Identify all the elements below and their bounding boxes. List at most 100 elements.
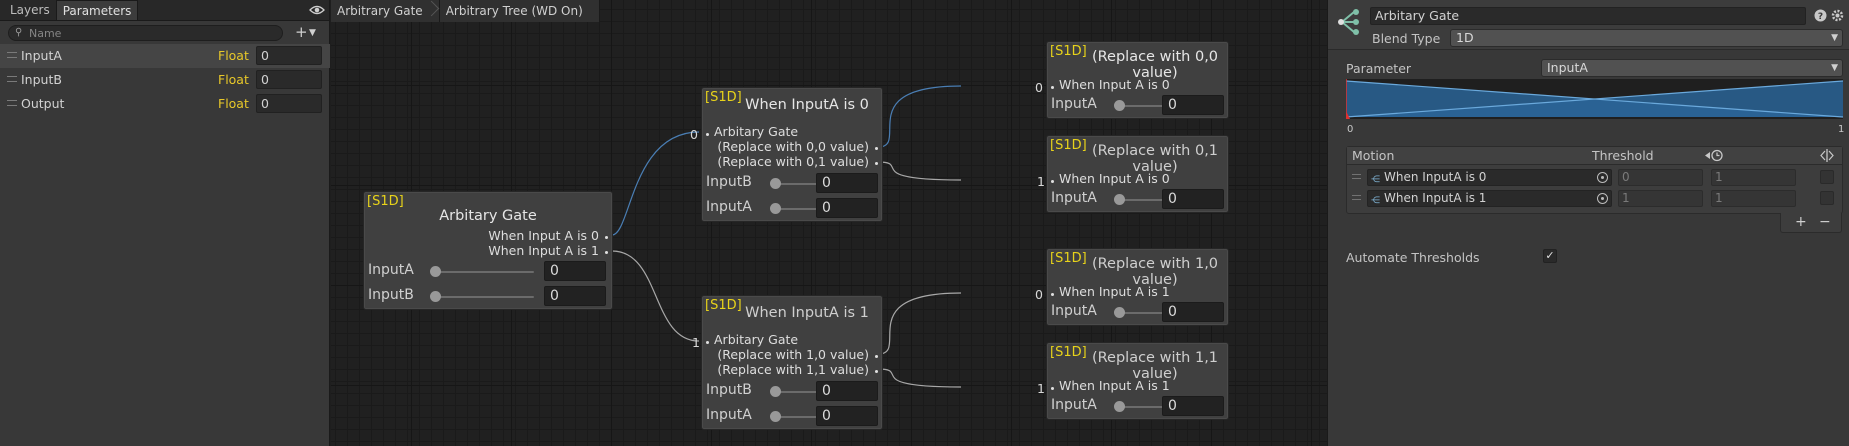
help-icon[interactable]: ? [1814, 9, 1827, 22]
node-replace-0-0[interactable]: [S1D] (Replace with 0,0 value) When Inpu… [1046, 41, 1229, 119]
blend-tree-icon: ⋲ [1371, 175, 1380, 185]
blend-weight-graph[interactable] [1342, 79, 1844, 119]
node-replace-1-0[interactable]: [S1D] (Replace with 1,0 value) When Inpu… [1046, 248, 1229, 326]
tab-layers[interactable]: Layers [10, 3, 50, 17]
drag-handle-icon[interactable] [1352, 174, 1361, 179]
slider-knob[interactable] [770, 178, 781, 189]
remove-motion-button[interactable]: − [1819, 214, 1831, 230]
slider-knob[interactable] [1114, 307, 1125, 318]
value-field[interactable]: 0 [816, 198, 878, 218]
value-field[interactable]: 0 [1162, 189, 1224, 209]
plus-icon: + [295, 23, 308, 41]
parameter-value: InputA [1547, 60, 1588, 75]
output-port[interactable] [875, 147, 878, 150]
output-port[interactable] [605, 236, 608, 239]
parameter-value-field[interactable]: 0 [256, 70, 322, 89]
value-field[interactable]: 0 [544, 261, 606, 281]
search-box[interactable]: ⚲ [8, 25, 283, 41]
output-port[interactable] [875, 162, 878, 165]
output-port[interactable] [875, 355, 878, 358]
wire-weight-label: 1 [692, 335, 700, 350]
slider-knob[interactable] [770, 203, 781, 214]
drag-handle-icon[interactable] [7, 100, 17, 106]
mirror-icon[interactable] [1820, 149, 1834, 162]
node-replace-0-1[interactable]: [S1D] (Replace with 0,1 value) When Inpu… [1046, 135, 1229, 213]
node-replace-1-1[interactable]: [S1D] (Replace with 1,1 value) When Inpu… [1046, 342, 1229, 420]
threshold-field[interactable]: 0 [1618, 169, 1703, 186]
slider-knob[interactable] [1114, 401, 1125, 412]
input-port[interactable] [1051, 180, 1054, 183]
object-picker-icon[interactable] [1597, 193, 1608, 204]
parameter-dropdown[interactable]: InputA ▼ [1541, 59, 1843, 77]
parameter-value-field[interactable]: 0 [256, 46, 322, 65]
drag-handle-icon[interactable] [7, 76, 17, 82]
value-field[interactable]: 0 [816, 173, 878, 193]
drag-handle-icon[interactable] [1352, 195, 1361, 200]
value-field[interactable]: 0 [1162, 396, 1224, 416]
slider-knob[interactable] [1114, 100, 1125, 111]
drag-handle-icon[interactable] [7, 52, 17, 58]
node-when-inputa-0[interactable]: [S1D] When InputA is 0 Arbitary Gate (Re… [701, 87, 883, 222]
mirror-checkbox[interactable] [1820, 170, 1834, 184]
slider-track[interactable] [434, 271, 534, 273]
blend-tree-icon [1338, 9, 1359, 35]
slider-knob[interactable] [1114, 194, 1125, 205]
automate-thresholds-label: Automate Thresholds [1346, 250, 1480, 265]
tab-parameters[interactable]: Parameters [55, 0, 139, 20]
parameter-name[interactable]: InputA [21, 48, 62, 63]
input-port[interactable] [1051, 387, 1054, 390]
automate-thresholds-checkbox[interactable]: ✓ [1543, 249, 1557, 263]
value-field[interactable]: 0 [1162, 95, 1224, 115]
parameter-row-inputa[interactable]: InputA Float 0 [0, 44, 330, 68]
mirror-checkbox[interactable] [1820, 191, 1834, 205]
motion-field[interactable]: ⋲ When InputA is 1 [1367, 190, 1612, 207]
input-port[interactable] [1051, 293, 1054, 296]
slider-track[interactable] [434, 296, 534, 298]
motion-row[interactable]: ⋲ When InputA is 0 0 1 [1347, 167, 1842, 187]
node-when-inputa-1[interactable]: [S1D] When InputA is 1 Arbitary Gate (Re… [701, 295, 883, 430]
add-motion-button[interactable]: + [1795, 214, 1807, 230]
value-field[interactable]: 0 [816, 406, 878, 426]
speed-field[interactable]: 1 [1711, 190, 1796, 207]
blend-type-value: 1D [1456, 30, 1474, 45]
object-picker-icon[interactable] [1597, 172, 1608, 183]
speed-icon[interactable] [1704, 149, 1724, 162]
parameter-row-output[interactable]: Output Float 0 [0, 92, 330, 116]
slider-knob[interactable] [430, 266, 441, 277]
node-tag: [S1D] [367, 194, 404, 209]
output-port-label: (Replace with 1,0 value) [717, 347, 869, 362]
value-field[interactable]: 0 [1162, 302, 1224, 322]
blend-type-dropdown[interactable]: 1D ▼ [1450, 29, 1843, 47]
value-field[interactable]: 0 [544, 286, 606, 306]
breadcrumb-item[interactable]: Arbitrary Gate [331, 0, 440, 22]
eye-icon[interactable] [309, 3, 325, 17]
parameter-name[interactable]: InputB [21, 72, 62, 87]
slider-label: InputA [368, 262, 414, 278]
search-input[interactable] [29, 26, 269, 40]
slider-knob[interactable] [770, 411, 781, 422]
breadcrumb-item[interactable]: Arbitrary Tree (WD On) [439, 0, 600, 22]
output-port-label: (Replace with 1,1 value) [717, 362, 869, 377]
output-port[interactable] [875, 370, 878, 373]
add-parameter-button[interactable]: + ▼ [293, 24, 321, 42]
output-port[interactable] [605, 251, 608, 254]
output-port-label: (Replace with 0,1 value) [717, 154, 869, 169]
input-port[interactable] [706, 133, 709, 136]
motion-row[interactable]: ⋲ When InputA is 1 1 1 [1347, 188, 1842, 208]
settings-icon[interactable] [1831, 9, 1844, 22]
node-tag: [S1D] [1050, 44, 1087, 59]
slider-knob[interactable] [430, 291, 441, 302]
parameter-row-inputb[interactable]: InputB Float 0 [0, 68, 330, 92]
parameter-name[interactable]: Output [21, 96, 65, 111]
node-arbitary-gate[interactable]: [S1D] Arbitary Gate When Input A is 0 Wh… [363, 191, 613, 310]
threshold-field[interactable]: 1 [1618, 190, 1703, 207]
value-field[interactable]: 0 [816, 381, 878, 401]
input-port[interactable] [706, 341, 709, 344]
slider-knob[interactable] [770, 386, 781, 397]
speed-field[interactable]: 1 [1711, 169, 1796, 186]
motion-field[interactable]: ⋲ When InputA is 0 [1367, 169, 1612, 186]
input-port[interactable] [1051, 86, 1054, 89]
node-name-field[interactable]: Arbitary Gate [1370, 7, 1806, 25]
parameter-value-field[interactable]: 0 [256, 94, 322, 113]
blend-tree-icon: ⋲ [1371, 196, 1380, 206]
